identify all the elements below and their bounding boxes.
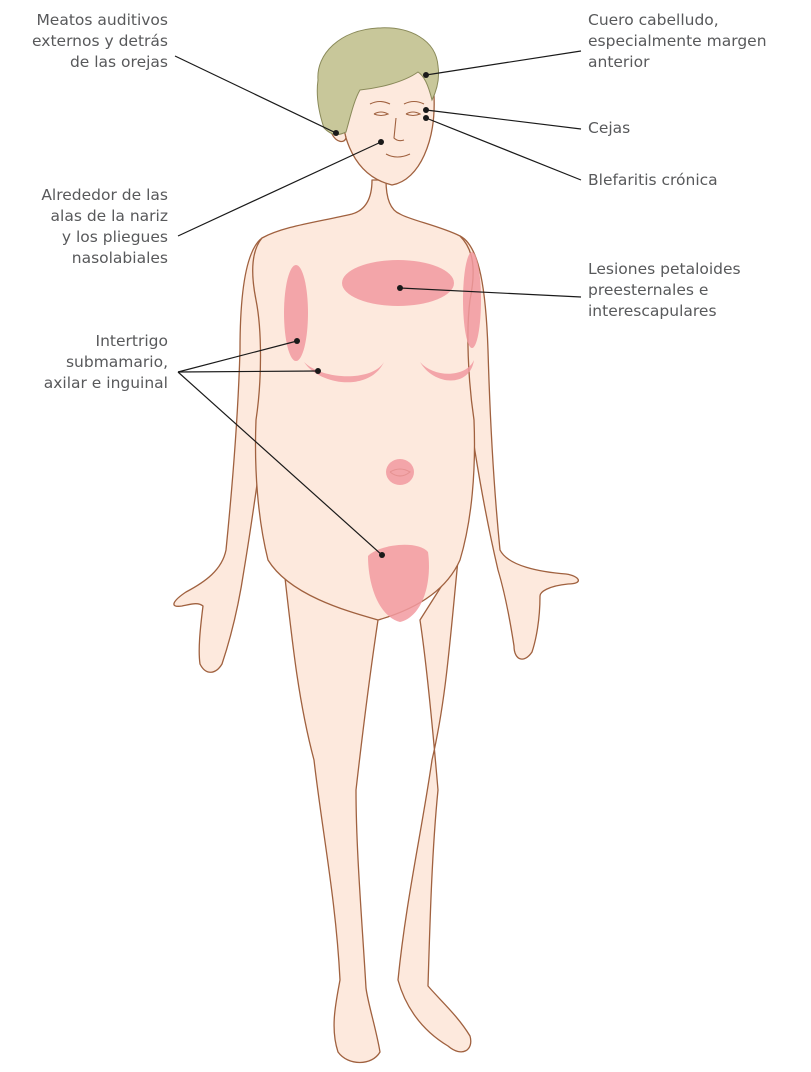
dot-intertrigo-submama bbox=[315, 368, 321, 374]
right-axillary-lesion bbox=[463, 252, 481, 348]
dot-nariz bbox=[378, 139, 384, 145]
dot-meatos bbox=[333, 130, 339, 136]
label-lesiones: Lesiones petaloides preesternales e inte… bbox=[588, 259, 798, 322]
dot-lesiones bbox=[397, 285, 403, 291]
umbilical-lesion bbox=[386, 459, 414, 485]
torso bbox=[253, 180, 475, 620]
dot-intertrigo-ingle bbox=[379, 552, 385, 558]
dot-intertrigo-axila bbox=[294, 338, 300, 344]
label-nariz: Alrededor de las alas de la nariz y los … bbox=[0, 185, 168, 269]
left-axillary-lesion bbox=[284, 265, 308, 361]
leader-blefaritis bbox=[426, 118, 581, 180]
label-cuero: Cuero cabelludo, especialmente margen an… bbox=[588, 10, 811, 73]
label-intertrigo: Intertrigo submamario, axilar e inguinal bbox=[0, 331, 168, 394]
label-blefaritis: Blefaritis crónica bbox=[588, 170, 788, 191]
leader-meatos bbox=[175, 56, 336, 133]
presternal-lesion bbox=[342, 260, 454, 306]
label-meatos: Meatos auditivos externos y detrás de la… bbox=[0, 10, 168, 73]
right-leg bbox=[398, 560, 471, 1052]
leader-cejas bbox=[426, 110, 581, 129]
left-leg bbox=[283, 560, 380, 1063]
dot-blefaritis bbox=[423, 115, 429, 121]
label-cejas: Cejas bbox=[588, 118, 788, 139]
dot-cejas bbox=[423, 107, 429, 113]
leader-cuero bbox=[426, 51, 581, 75]
dot-cuero bbox=[423, 72, 429, 78]
